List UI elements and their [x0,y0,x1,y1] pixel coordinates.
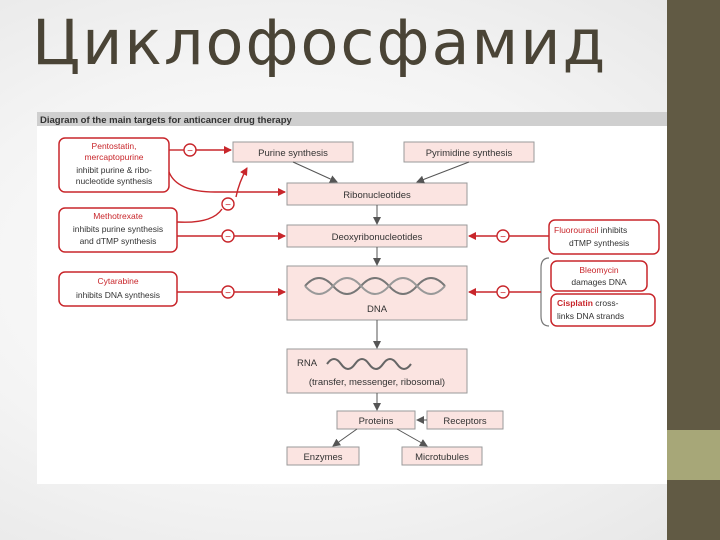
cytarabine-name: Cytarabine [97,276,138,286]
inhibit-symbol-methotrexate-a: − [221,197,235,211]
deoxyribonucleotides-label: Deoxyribonucleotides [332,232,423,243]
pentostatin-name-1: Pentostatin, [92,141,137,151]
diagram-panel: Diagram of the main targets for anticanc… [37,112,667,484]
bleomycin-box: Bleomycin damages DNA [550,260,648,292]
inhibit-sign: − [225,200,231,211]
fluorouracil-suffix: inhibits [598,225,627,235]
microtubules-box: Microtubules [401,446,483,466]
diagram-title-bar [37,112,667,126]
inhibit-symbol-fluorouracil: − [496,229,510,243]
methotrexate-name: Methotrexate [93,211,143,221]
microtubules-label: Microtubules [415,452,469,463]
inhibit-sign: − [500,288,506,299]
inhibit-sign: − [500,232,506,243]
enzymes-label: Enzymes [303,452,342,463]
methotrexate-desc-2: and dTMP synthesis [80,236,157,246]
inhibit-symbol-cytarabine: − [221,285,235,299]
enzymes-box: Enzymes [286,446,360,466]
fluorouracil-name: Fluorouracil [554,225,599,235]
cisplatin-name: Cisplatin [557,298,593,308]
purine-synthesis-label: Purine synthesis [258,148,328,159]
pentostatin-desc-1: inhibit purine & ribo- [76,165,152,175]
inhibit-symbol-dna-damage: − [496,285,510,299]
diagram-svg: Diagram of the main targets for anticanc… [37,112,667,466]
inhibit-symbol-methotrexate-b: − [221,229,235,243]
cisplatin-box: Cisplatin cross- links DNA strands [550,293,656,327]
rna-box: RNA (transfer, messenger, ribosomal) [286,348,468,394]
proteins-label: Proteins [359,416,394,427]
inhibit-sign: − [187,146,193,157]
ribonucleotides-label: Ribonucleotides [343,190,411,201]
inhibit-sign: − [225,232,231,243]
slide-title: Циклофосфамид [32,6,608,79]
receptors-box: Receptors [426,410,504,430]
cisplatin-desc: links DNA strands [557,311,624,321]
dna-box: DNA [286,265,468,321]
inhibit-sign: − [225,288,231,299]
methotrexate-box: Methotrexate inhibits purine synthesis a… [58,207,178,253]
dna-label: DNA [367,304,388,315]
fluorouracil-box: Fluorouracil inhibits dTMP synthesis [548,219,660,255]
inhibition-arrows [168,146,549,296]
right-drug-bracket [540,257,550,327]
rna-sub-label: (transfer, messenger, ribosomal) [309,377,445,388]
proteins-box: Proteins [336,410,416,430]
cytarabine-desc: inhibits DNA synthesis [76,290,160,300]
pyrimidine-synthesis-box: Pyrimidine synthesis [403,141,535,163]
receptors-label: Receptors [443,416,487,427]
cisplatin-suffix: cross- [593,298,619,308]
bleomycin-desc: damages DNA [571,277,627,287]
methotrexate-desc-1: inhibits purine synthesis [73,224,163,234]
inhibit-symbol-pentostatin: − [183,143,197,157]
cytarabine-box: Cytarabine inhibits DNA synthesis [58,271,178,307]
cisplatin-heading: Cisplatin cross- [557,298,619,308]
diagram-title: Diagram of the main targets for anticanc… [40,115,293,126]
pentostatin-desc-2: nucleotide synthesis [76,176,153,186]
fluorouracil-heading: Fluorouracil inhibits [554,225,627,235]
rna-strand-icon [326,358,412,370]
dna-helix-strand-a [304,277,446,295]
ribonucleotides-box: Ribonucleotides [286,182,468,206]
pathway-arrows [292,161,470,447]
pentostatin-box: Pentostatin, mercaptopurine inhibit puri… [58,137,170,193]
pyrimidine-synthesis-label: Pyrimidine synthesis [426,148,513,159]
side-accent-block [667,430,720,480]
deoxyribonucleotides-box: Deoxyribonucleotides [286,224,468,248]
dna-helix-strand-b [304,277,446,295]
rna-label: RNA [297,358,318,369]
bleomycin-name: Bleomycin [579,265,618,275]
pentostatin-name-2: mercaptopurine [84,152,143,162]
purine-synthesis-box: Purine synthesis [232,141,354,163]
fluorouracil-desc: dTMP synthesis [569,238,629,248]
